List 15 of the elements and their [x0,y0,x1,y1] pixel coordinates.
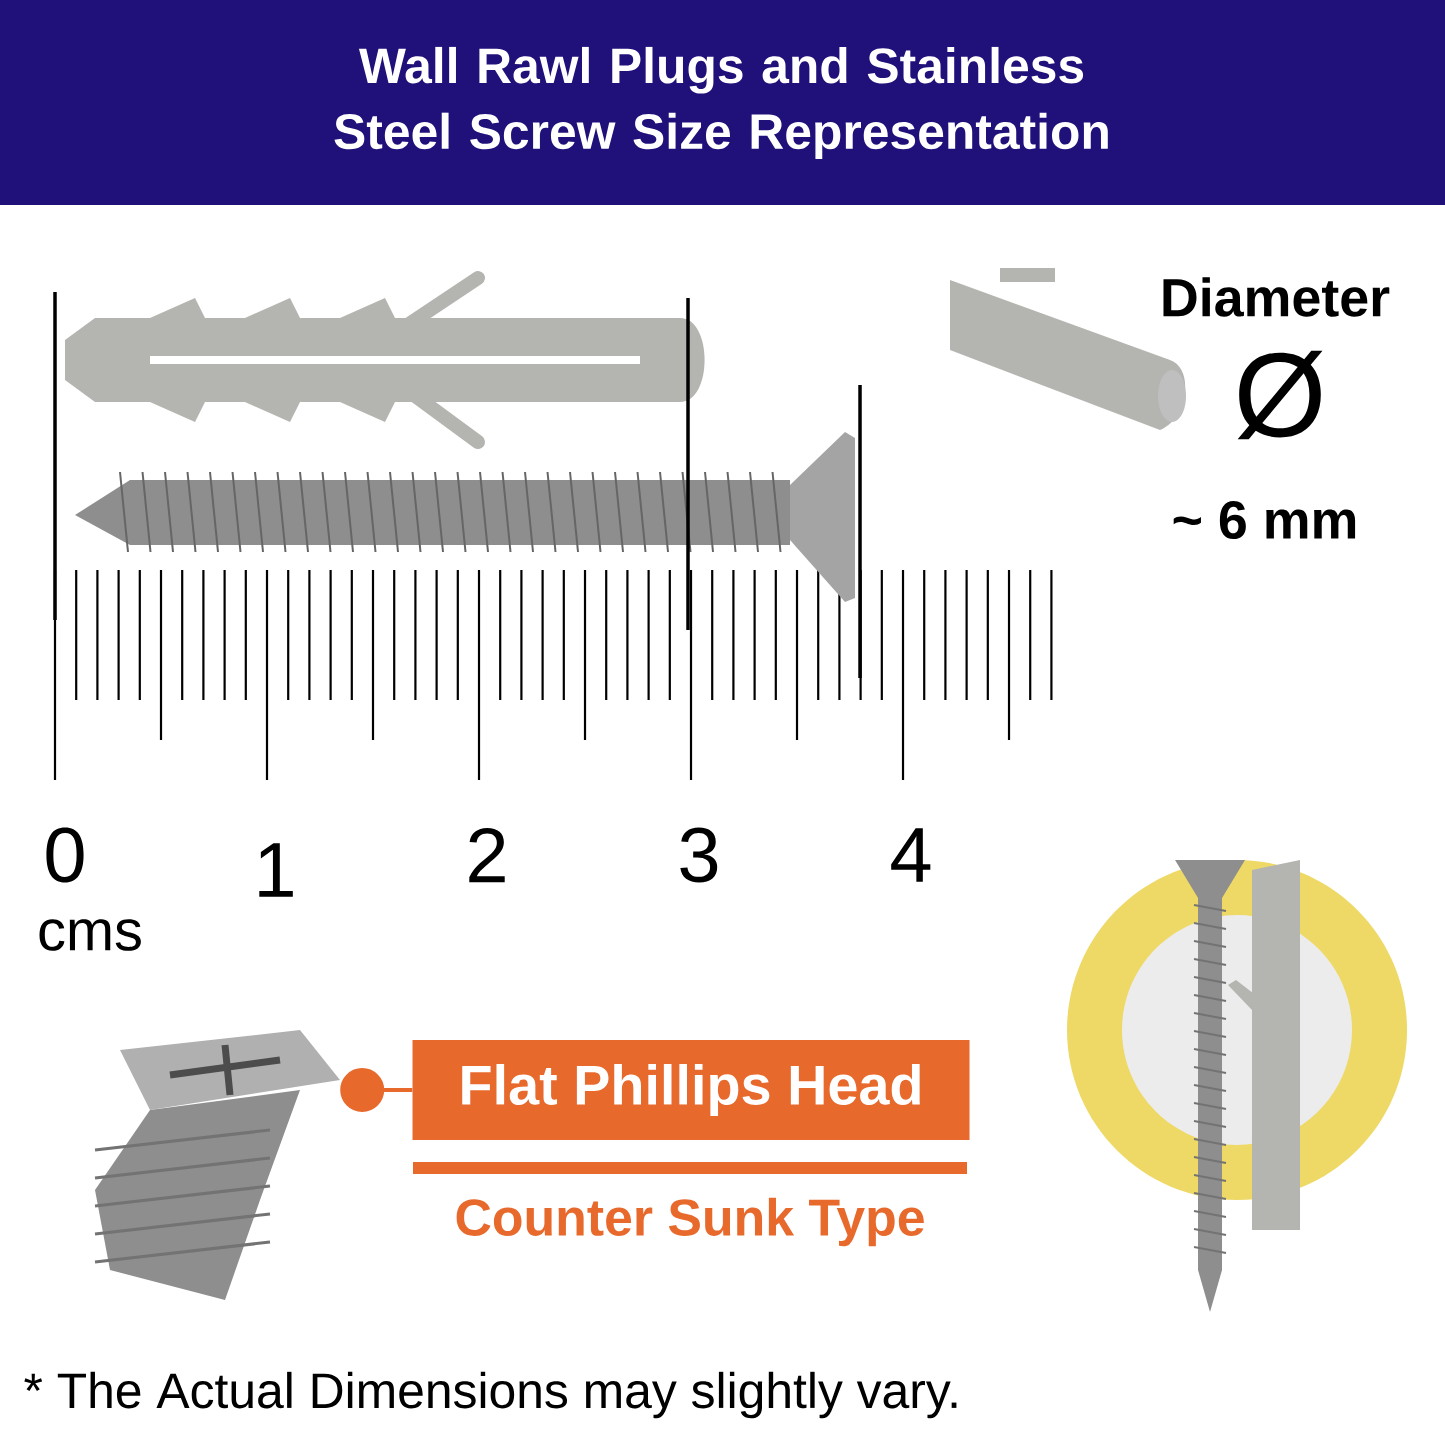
subtitle: Counter Sunk Type [456,1197,924,1247]
label-box: Flat Phillips Head [412,1040,970,1140]
ruler-number: 4 [891,828,931,882]
ruler-number: 0 [46,827,84,883]
title: Wall Rawl Plugs and Stainless Steel Screw Size Representation [334,46,1108,160]
screw-photo-drawing [94,1030,340,1300]
ruler-number: 1 [259,843,293,897]
diameter-value: ~ 6 mm [1173,500,1356,540]
ruler-number: 3 [680,827,718,883]
diameter-symbol: Ø [1237,350,1323,440]
unit-label: cms [39,919,141,951]
leader-line [340,1068,413,1112]
footnote: * The Actual Dimensions may slightly vary. [24,1371,957,1419]
diameter-label: Diameter [1163,277,1390,317]
ruler-number: 2 [469,827,505,883]
